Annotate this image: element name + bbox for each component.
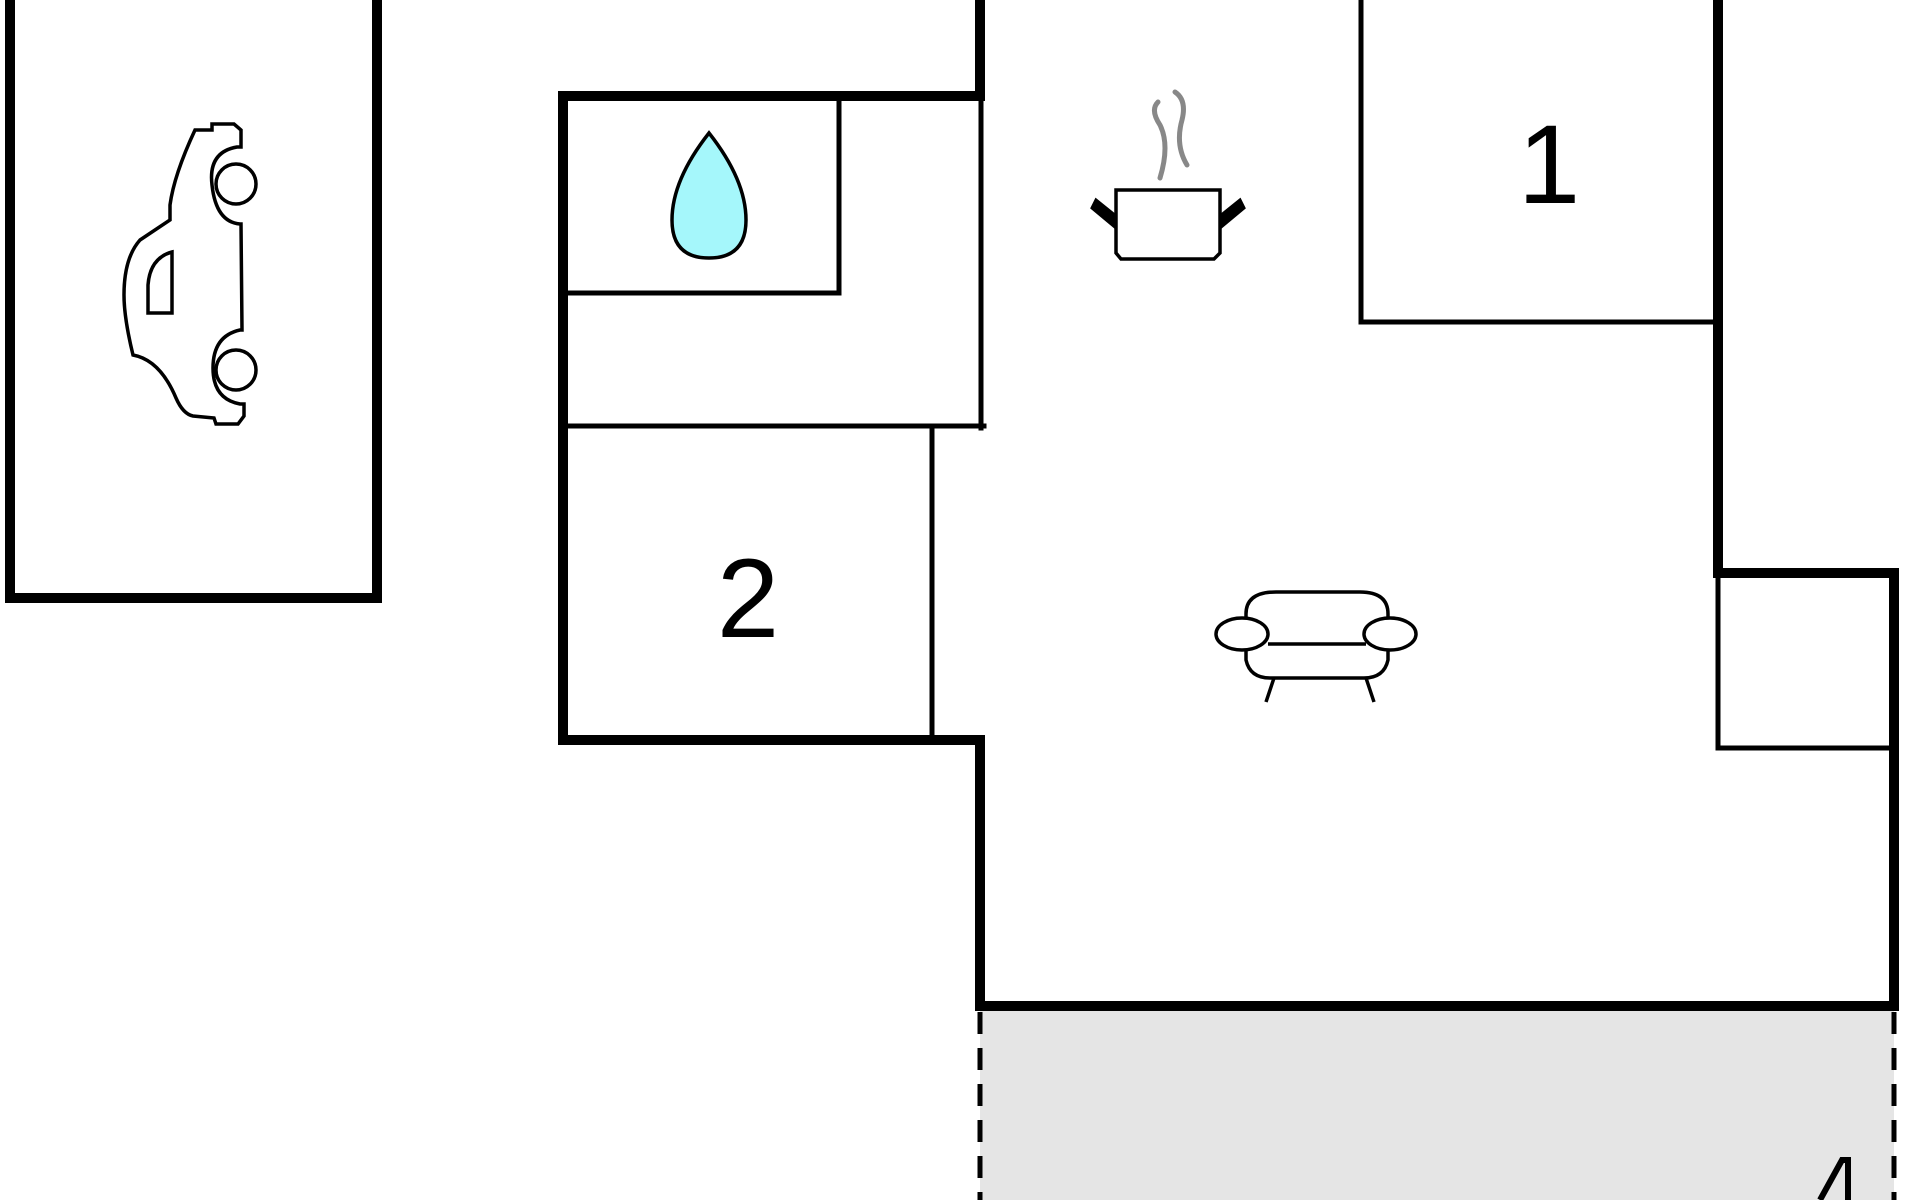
north-arrow-icon [1817, 1157, 1851, 1200]
water-drop-icon [670, 130, 748, 260]
main-walls [558, 0, 1899, 1011]
closet-wall [1715, 575, 1893, 751]
sofa-icon [1214, 590, 1418, 703]
outer-wall [558, 0, 1899, 1011]
garage-walls [5, 0, 382, 603]
cooking-pot-icon [1090, 89, 1246, 261]
car-icon [122, 122, 258, 426]
terrace-fill [980, 1009, 1894, 1200]
room-label-2: 2 [717, 536, 779, 661]
interior-walls [560, 0, 1893, 751]
bedroom1-wall [1358, 0, 1718, 325]
room-label-1: 1 [1518, 102, 1580, 227]
shower-wall [565, 99, 842, 296]
garage [5, 0, 382, 603]
terrace [977, 1009, 1897, 1200]
